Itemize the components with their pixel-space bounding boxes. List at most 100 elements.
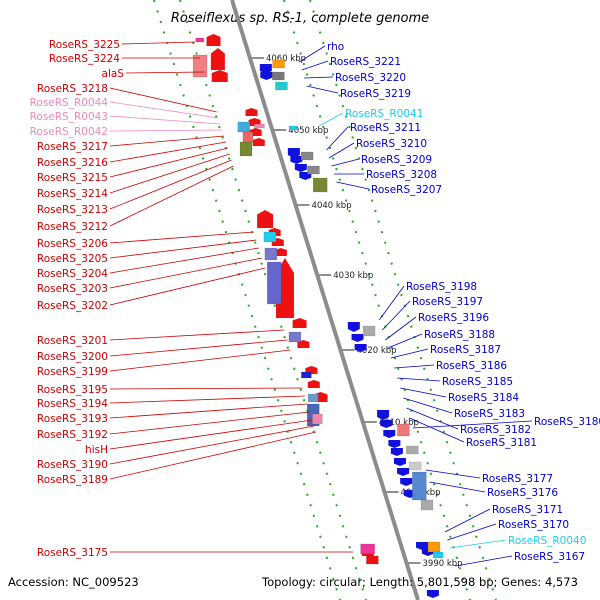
left-leader-line	[109, 267, 266, 306]
forward-gene-arrow	[292, 318, 307, 328]
gene-block	[420, 499, 434, 511]
left-gene-label: RoseRS_3215	[37, 172, 108, 184]
left-gene-label: alaS	[102, 68, 125, 80]
left-gene-label: RoseRS_3202	[37, 300, 108, 312]
left-leader-line	[109, 159, 232, 210]
gene-labels: RoseRS_3225RoseRS_3224alaSRoseRS_3218Ros…	[30, 39, 600, 563]
forward-gene-arrow	[245, 108, 258, 116]
right-gene-label: RoseRS_3185	[442, 376, 513, 388]
gene-block	[272, 71, 285, 81]
right-gene-label: RoseRS_3182	[460, 424, 531, 436]
topology-text: Topology: circular; Length: 5,801,598 bp…	[262, 575, 578, 589]
gene-block	[397, 423, 410, 437]
right-leader-line	[301, 60, 329, 71]
gene-block	[362, 325, 376, 337]
left-leader-line	[109, 425, 315, 465]
reverse-gene-arrow	[294, 164, 307, 172]
genome-backbone	[230, 0, 420, 600]
left-leader-line	[121, 41, 196, 45]
right-leader-line	[455, 555, 513, 567]
left-gene-label: RoseRS_3201	[37, 335, 108, 347]
right-leader-line	[304, 76, 334, 79]
right-leader-line	[429, 481, 486, 493]
gene-block	[275, 81, 288, 91]
right-gene-label: RoseRS_3198	[406, 281, 477, 293]
gene-block	[408, 461, 422, 471]
right-leader-line	[378, 285, 405, 321]
right-gene-label: RoseRS_3196	[418, 312, 489, 324]
gene-block	[242, 131, 254, 143]
forward-gene-arrow	[211, 70, 228, 82]
left-leader-line	[109, 339, 288, 357]
right-gene-label: RoseRS_3186	[436, 360, 507, 372]
forward-gene-arrow	[210, 48, 225, 70]
gene-block	[237, 121, 251, 133]
left-gene-label: RoseRS_3190	[37, 459, 108, 471]
left-leader-line	[109, 349, 291, 372]
right-leader-line	[306, 85, 339, 94]
reverse-gene-arrow	[354, 344, 367, 352]
scale-tick-label: 4060 kbp	[266, 54, 306, 64]
left-gene-label: RoseRS_3193	[37, 413, 108, 425]
right-gene-label: RoseRS_R0040	[508, 535, 586, 547]
forward-gene-arrow	[206, 34, 221, 46]
left-leader-line	[109, 329, 285, 341]
right-gene-label: RoseRS_3183	[454, 408, 525, 420]
left-gene-label: RoseRS_3192	[37, 429, 108, 441]
gene-block	[288, 331, 302, 343]
gene-block	[307, 165, 320, 175]
right-leader-line	[328, 142, 355, 159]
scale-tick-label: 4030 kbp	[333, 271, 373, 281]
right-gene-label: RoseRS_3180	[534, 416, 600, 428]
right-leader-line	[403, 397, 453, 414]
rna-block	[288, 125, 298, 131]
left-gene-label: RoseRS_R0044	[30, 97, 109, 109]
reverse-gene-arrow	[347, 322, 360, 332]
gene-block	[366, 555, 379, 565]
left-leader-line	[109, 411, 310, 435]
gene-block	[239, 141, 253, 157]
gene-block	[300, 151, 314, 161]
right-leader-line	[409, 417, 465, 443]
reverse-gene-arrow	[287, 148, 300, 158]
reverse-gene-arrow	[380, 420, 393, 428]
right-gene-label: RoseRS_3176	[487, 487, 558, 499]
right-leader-line	[447, 523, 497, 541]
right-leader-line	[390, 348, 429, 359]
right-gene-label: RoseRS_3211	[350, 122, 421, 134]
gene-block	[412, 471, 427, 501]
left-gene-label: RoseRS_3224	[49, 53, 120, 65]
left-leader-line	[109, 395, 305, 404]
right-leader-line	[385, 316, 417, 341]
left-gene-label: RoseRS_R0043	[30, 111, 108, 123]
right-leader-line	[299, 45, 326, 63]
right-gene-label: RoseRS_3187	[430, 344, 501, 356]
right-gene-label: RoseRS_3207	[371, 184, 442, 196]
left-leader-line	[125, 71, 205, 74]
label-leaders	[109, 41, 533, 567]
reverse-gene-arrow	[390, 448, 403, 456]
right-gene-label: RoseRS_3167	[514, 551, 585, 563]
right-gene-label: RoseRS_3219	[340, 88, 411, 100]
right-gene-label: RoseRS_3221	[330, 56, 401, 68]
forward-gene-arrow	[257, 210, 274, 228]
right-leader-line	[444, 508, 491, 533]
left-leader-line	[109, 231, 254, 244]
rna-block	[360, 543, 375, 555]
left-leader-line	[109, 419, 313, 450]
left-gene-label: RoseRS_3195	[37, 384, 108, 396]
right-leader-line	[400, 387, 447, 398]
gene-block	[263, 231, 277, 243]
reverse-gene-arrow	[400, 478, 413, 486]
scale-tick-label: 4050 kbp	[288, 126, 328, 136]
accession-text: Accession: NC_009523	[8, 575, 139, 589]
right-gene-label: RoseRS_3171	[492, 504, 563, 516]
left-leader-line	[109, 431, 317, 480]
left-leader-line	[109, 141, 227, 163]
right-leader-line	[331, 158, 360, 167]
left-gene-label: RoseRS_3216	[37, 157, 108, 169]
right-gene-label: RoseRS_R0041	[345, 108, 423, 120]
gene-block	[264, 247, 278, 261]
scale-tick-label: 3990 kbp	[423, 559, 463, 569]
